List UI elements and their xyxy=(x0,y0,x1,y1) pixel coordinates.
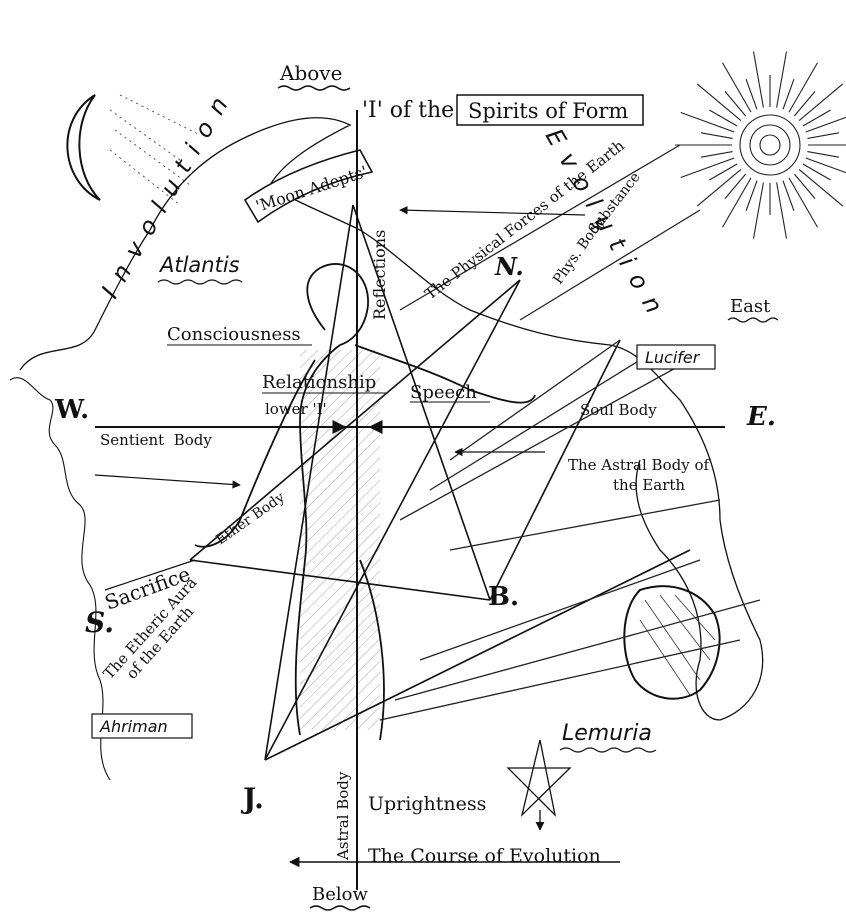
east-wavy xyxy=(728,318,778,322)
astral-body-earth-label-1: The Astral Body of xyxy=(568,456,710,474)
sun-ray xyxy=(709,164,737,180)
sun-ray xyxy=(754,182,764,238)
sun-ray xyxy=(746,79,757,109)
lucifer-label: Lucifer xyxy=(645,348,701,367)
spirits-of-form-label: Spirits of Form xyxy=(468,99,628,123)
small-pentagram-icon xyxy=(508,740,570,830)
atlantis-label: Atlantis xyxy=(158,253,240,277)
sun-ray xyxy=(803,110,831,126)
b-letter: B. xyxy=(488,582,519,612)
sun-ray xyxy=(807,152,839,158)
sun-ray xyxy=(725,174,746,199)
ether-body-label: Ether Body xyxy=(213,489,288,548)
sun-ray xyxy=(725,91,746,116)
lemuria-fill xyxy=(640,595,715,695)
sun-ray xyxy=(803,164,831,180)
sun-ray xyxy=(754,51,764,107)
below-wavy xyxy=(310,906,370,910)
sun-ray xyxy=(777,51,787,107)
astral-body-label: Astral Body xyxy=(334,771,352,861)
sun-ray xyxy=(794,174,815,199)
atlantis-wavy xyxy=(158,280,242,284)
consciousness-label: Consciousness xyxy=(167,324,301,345)
lemuria-outline xyxy=(624,586,719,699)
sun-ray xyxy=(806,158,846,177)
astral-body-earth-label-2: the Earth xyxy=(613,476,685,494)
sun-icon xyxy=(675,51,846,238)
sun-ray xyxy=(701,152,733,158)
moon-icon xyxy=(67,95,100,200)
lower-i-label: lower 'I' xyxy=(265,400,327,418)
sun-ray xyxy=(709,110,737,126)
sun-ray xyxy=(794,91,815,116)
speech-label: Speech xyxy=(410,382,477,403)
sentient-body-label: Sentient Body xyxy=(100,431,212,449)
sun-ray xyxy=(746,181,757,211)
below-label: Below xyxy=(312,884,368,905)
sun-ray xyxy=(807,133,839,139)
j-letter: J. xyxy=(240,782,264,815)
west-letter: W. xyxy=(54,395,89,425)
east-label: East xyxy=(730,296,771,317)
east-letter: E. xyxy=(746,402,776,432)
above-label: Above xyxy=(279,61,342,85)
sun-ray xyxy=(681,158,735,177)
north-letter: N. xyxy=(494,252,524,281)
lemuria-label: Lemuria xyxy=(562,721,652,746)
soul-body-label: Soul Body xyxy=(580,401,657,419)
i-of-the-label: 'I' of the xyxy=(362,98,454,123)
force-lines xyxy=(380,145,760,720)
sun-ray xyxy=(701,133,733,139)
sun-ray xyxy=(681,113,735,132)
course-of-evolution-label: The Course of Evolution xyxy=(368,845,601,867)
sun-ray xyxy=(777,182,787,238)
relationship-label: Relationship xyxy=(262,372,376,393)
sun-ray xyxy=(783,79,794,109)
sun-ray xyxy=(783,181,794,211)
ahriman-label: Ahriman xyxy=(99,717,168,736)
sun-ray xyxy=(806,113,846,132)
lemuria-wavy xyxy=(560,748,656,752)
reflections-label: Reflections xyxy=(370,230,389,320)
uprightness-label: Uprightness xyxy=(368,793,486,815)
above-wavy xyxy=(278,86,350,90)
